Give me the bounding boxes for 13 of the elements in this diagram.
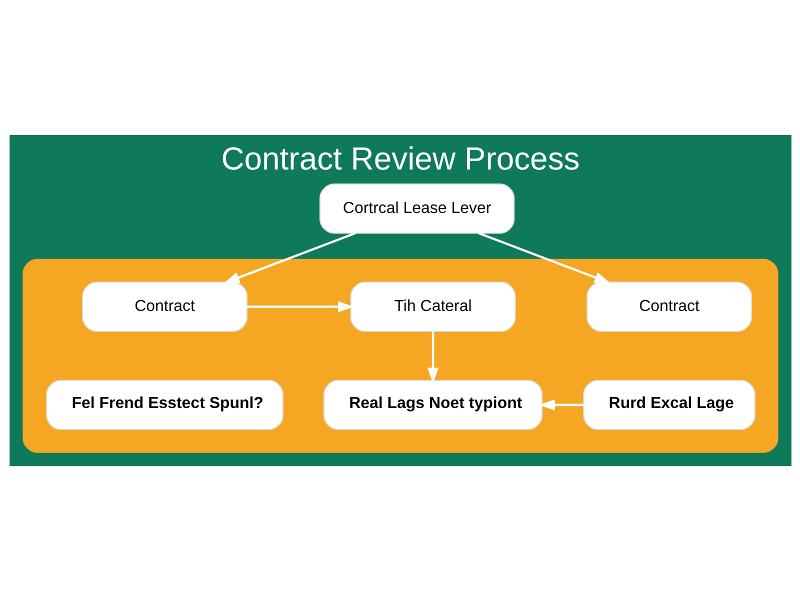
node-box: Rurd Excal Lage	[582, 379, 755, 430]
node-box: Fel Frend Esstect Spunl?	[46, 379, 283, 430]
diagram-title: Contract Review Process	[220, 140, 580, 176]
arrow	[246, 300, 354, 312]
node-box: Contract	[82, 281, 248, 332]
node-box: Real Lags Noet typiont	[322, 379, 542, 430]
node-box: Contract	[586, 281, 752, 332]
cluster	[22, 258, 778, 452]
node-box: Tih Cateral	[350, 281, 516, 332]
arrow	[478, 232, 610, 283]
node-box: Cortrcal Lease Lever	[318, 183, 514, 234]
arrow	[223, 232, 356, 283]
arrow	[426, 331, 438, 384]
